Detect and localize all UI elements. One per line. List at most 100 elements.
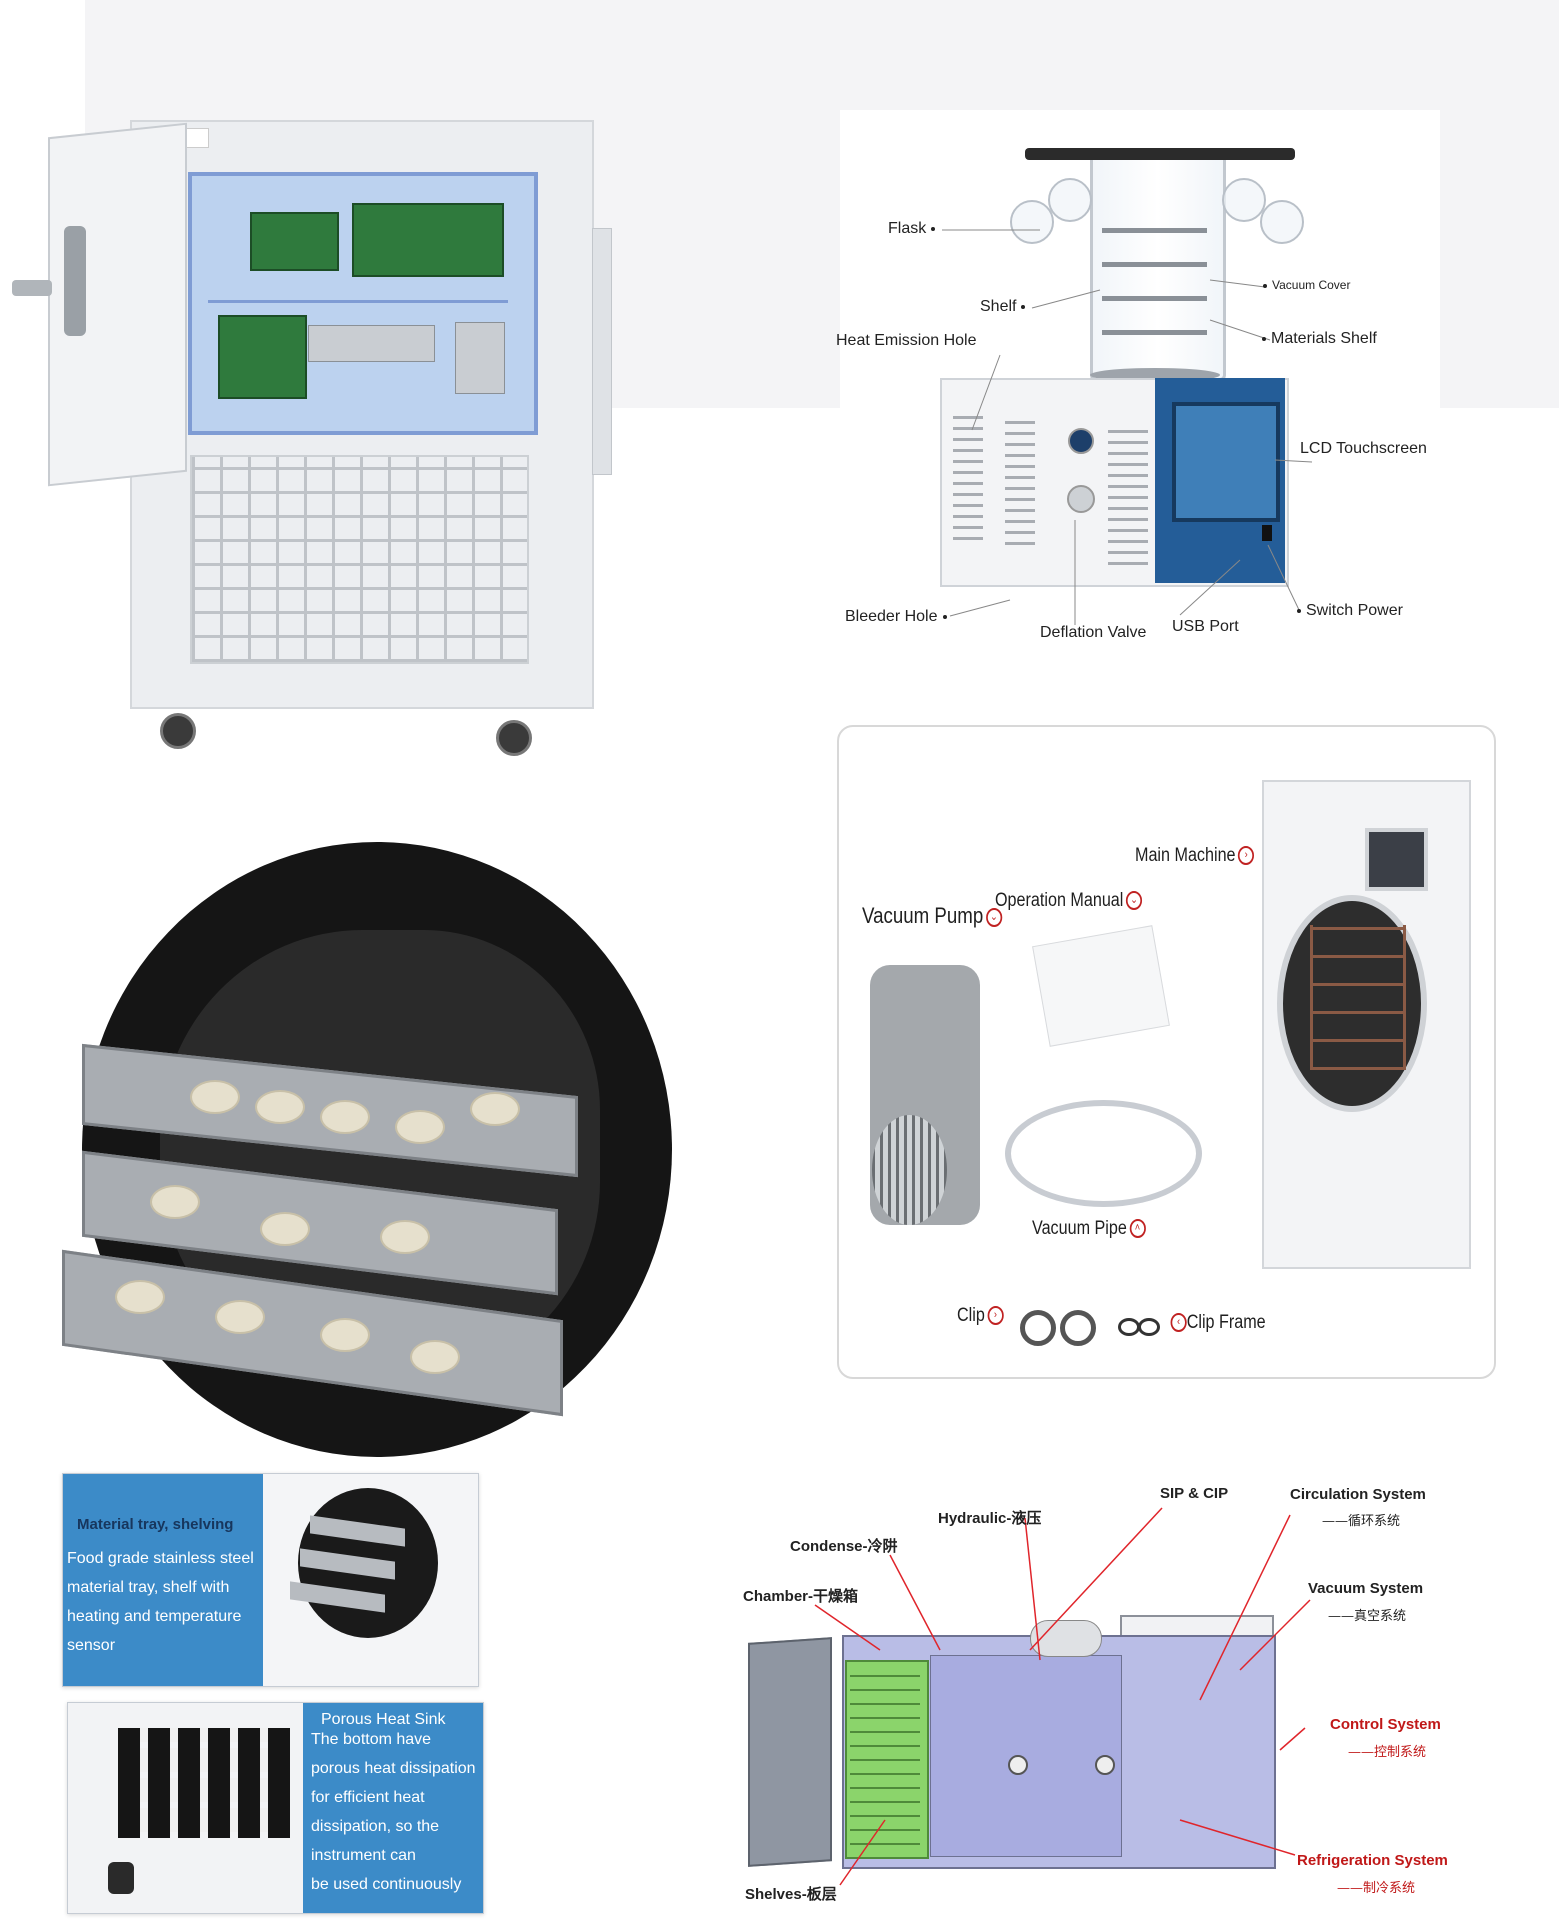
- label-circulation-system: Circulation System: [1290, 1486, 1426, 1503]
- banana-slice: [255, 1090, 305, 1124]
- arrow-left-icon: ‹: [1170, 1313, 1187, 1333]
- main-machine-screen: [1365, 828, 1428, 891]
- label-heat-emission-hole: Heat Emission Hole: [836, 332, 977, 349]
- label-refrigeration-system: Refrigeration System: [1297, 1852, 1448, 1869]
- label-switch-power: Switch Power: [1292, 602, 1403, 620]
- deflation-valve-knob: [1068, 428, 1094, 454]
- material-tray-line: heating and temperature: [67, 1608, 242, 1625]
- arrow-down-icon: ⌄: [1125, 891, 1143, 911]
- label-sip-cip: SIP & CIP: [1160, 1485, 1229, 1502]
- label-usb-port: USB Port: [1172, 618, 1239, 635]
- label-materials-shelf-text: Materials Shelf: [1271, 330, 1377, 347]
- label-materials-shelf: Materials Shelf: [1257, 330, 1377, 348]
- lcd-touchscreen: [1172, 402, 1280, 522]
- caster-wheel-left: [160, 713, 196, 749]
- label-circulation-system-cn: ——循环系统: [1322, 1514, 1401, 1529]
- circuit-board-2: [352, 203, 504, 277]
- label-chamber: Chamber-干燥箱: [743, 1588, 859, 1605]
- flask-1: [1010, 200, 1054, 244]
- switch-power: [1262, 525, 1272, 541]
- vent-center: [1005, 420, 1035, 545]
- label-vacuum-cover-dot: [1263, 283, 1267, 288]
- condenser-body: [930, 1655, 1122, 1857]
- label-bleeder-hole: Bleeder Hole: [845, 608, 952, 626]
- sip-cip-tank: [1030, 1620, 1102, 1657]
- label-vacuum-cover: Vacuum Cover: [1258, 278, 1350, 292]
- arrow-right-icon: ›: [1238, 846, 1255, 866]
- flask-3: [1222, 178, 1266, 222]
- ventilation-grille: [190, 455, 529, 664]
- heat-sink-line: instrument can: [311, 1847, 416, 1864]
- label-control-system-cn: ——控制系统: [1348, 1745, 1427, 1760]
- label-materials-shelf-dot: [1262, 336, 1266, 341]
- banana-slice: [320, 1100, 370, 1134]
- banana-slice: [115, 1280, 165, 1314]
- banana-slice: [395, 1110, 445, 1144]
- label-vacuum-pump: Vacuum Pump⌄: [862, 903, 1002, 929]
- heat-sink-line: The bottom have: [311, 1731, 432, 1748]
- label-lcd-touchscreen: LCD Touchscreen: [1300, 440, 1427, 457]
- heat-sink-line: porous heat dissipation: [311, 1760, 476, 1777]
- door-latch: [12, 280, 52, 296]
- banana-slice: [470, 1092, 520, 1126]
- door-handle: [64, 226, 86, 336]
- port-icon: [1008, 1755, 1028, 1775]
- arrow-up-icon: ˄: [1129, 1219, 1146, 1239]
- banana-slice: [320, 1318, 370, 1352]
- label-bleeder-hole-dot: [942, 614, 947, 619]
- power-supply: [455, 322, 505, 394]
- material-tray-title: Material tray, shelving: [77, 1516, 234, 1533]
- label-operation-manual: Operation Manual⌄: [995, 890, 1143, 912]
- flask-2: [1048, 178, 1092, 222]
- shelf-plate-2: [1102, 262, 1207, 267]
- label-flask: Flask: [888, 220, 940, 238]
- main-machine-shelves: [1310, 925, 1406, 1070]
- label-vacuum-pump-text: Vacuum Pump: [862, 903, 984, 928]
- circuit-board-1: [250, 212, 339, 271]
- heat-sink-line: for efficient heat: [311, 1789, 425, 1806]
- heat-sink-grid-image: [118, 1728, 290, 1838]
- material-tray-line: material tray, shelf with: [67, 1579, 230, 1596]
- arrow-down-icon: ⌄: [985, 907, 1002, 927]
- banana-slice: [215, 1300, 265, 1334]
- freeze-dryer-leader-lines: [942, 229, 1313, 625]
- vacuum-pump-fan: [872, 1115, 947, 1225]
- vacuum-pipe-image: [1005, 1100, 1202, 1207]
- label-main-machine: Main Machine›: [1135, 845, 1255, 867]
- heat-sink-caster: [108, 1862, 134, 1894]
- circuit-board-3: [218, 315, 307, 399]
- label-switch-power-text: Switch Power: [1306, 602, 1403, 619]
- port-icon: [1095, 1755, 1115, 1775]
- terminal-block: [308, 325, 435, 362]
- din-rail: [208, 300, 508, 303]
- label-shelf-dot: [1021, 304, 1026, 309]
- flask-4: [1260, 200, 1304, 244]
- label-vacuum-pipe: Vacuum Pipe˄: [1032, 1218, 1146, 1240]
- clip-image-1: [1020, 1310, 1056, 1346]
- label-clip: Clip›: [957, 1305, 1004, 1327]
- label-flask-dot: [931, 226, 936, 231]
- label-deflation-valve: Deflation Valve: [1040, 624, 1147, 641]
- shelf-plate-3: [1102, 296, 1207, 301]
- shelf-plate-4: [1102, 330, 1207, 335]
- arrow-right-icon: ›: [987, 1306, 1004, 1326]
- label-shelves: Shelves-板层: [745, 1886, 837, 1903]
- label-flask-text: Flask: [888, 220, 927, 237]
- label-shelf: Shelf: [980, 298, 1030, 316]
- heat-sink-text-panel: Porous Heat Sink The bottom have porous …: [303, 1703, 483, 1913]
- label-control-system: Control System: [1330, 1716, 1441, 1733]
- heat-sink-line: be used continuously: [311, 1876, 462, 1893]
- vent-right: [1108, 430, 1148, 565]
- banana-slice: [380, 1220, 430, 1254]
- label-main-machine-text: Main Machine: [1135, 845, 1236, 866]
- bleeder-fitting: [1067, 485, 1095, 513]
- label-clip-frame: ‹Clip Frame: [1168, 1312, 1266, 1334]
- vent-left: [953, 415, 983, 540]
- banana-slice: [260, 1212, 310, 1246]
- clip-image-2: [1060, 1310, 1096, 1346]
- label-condense: Condense-冷阱: [790, 1538, 898, 1555]
- material-tray-line: sensor: [67, 1637, 116, 1654]
- clip-frame-image-2: [1138, 1318, 1160, 1336]
- banana-slice: [150, 1185, 200, 1219]
